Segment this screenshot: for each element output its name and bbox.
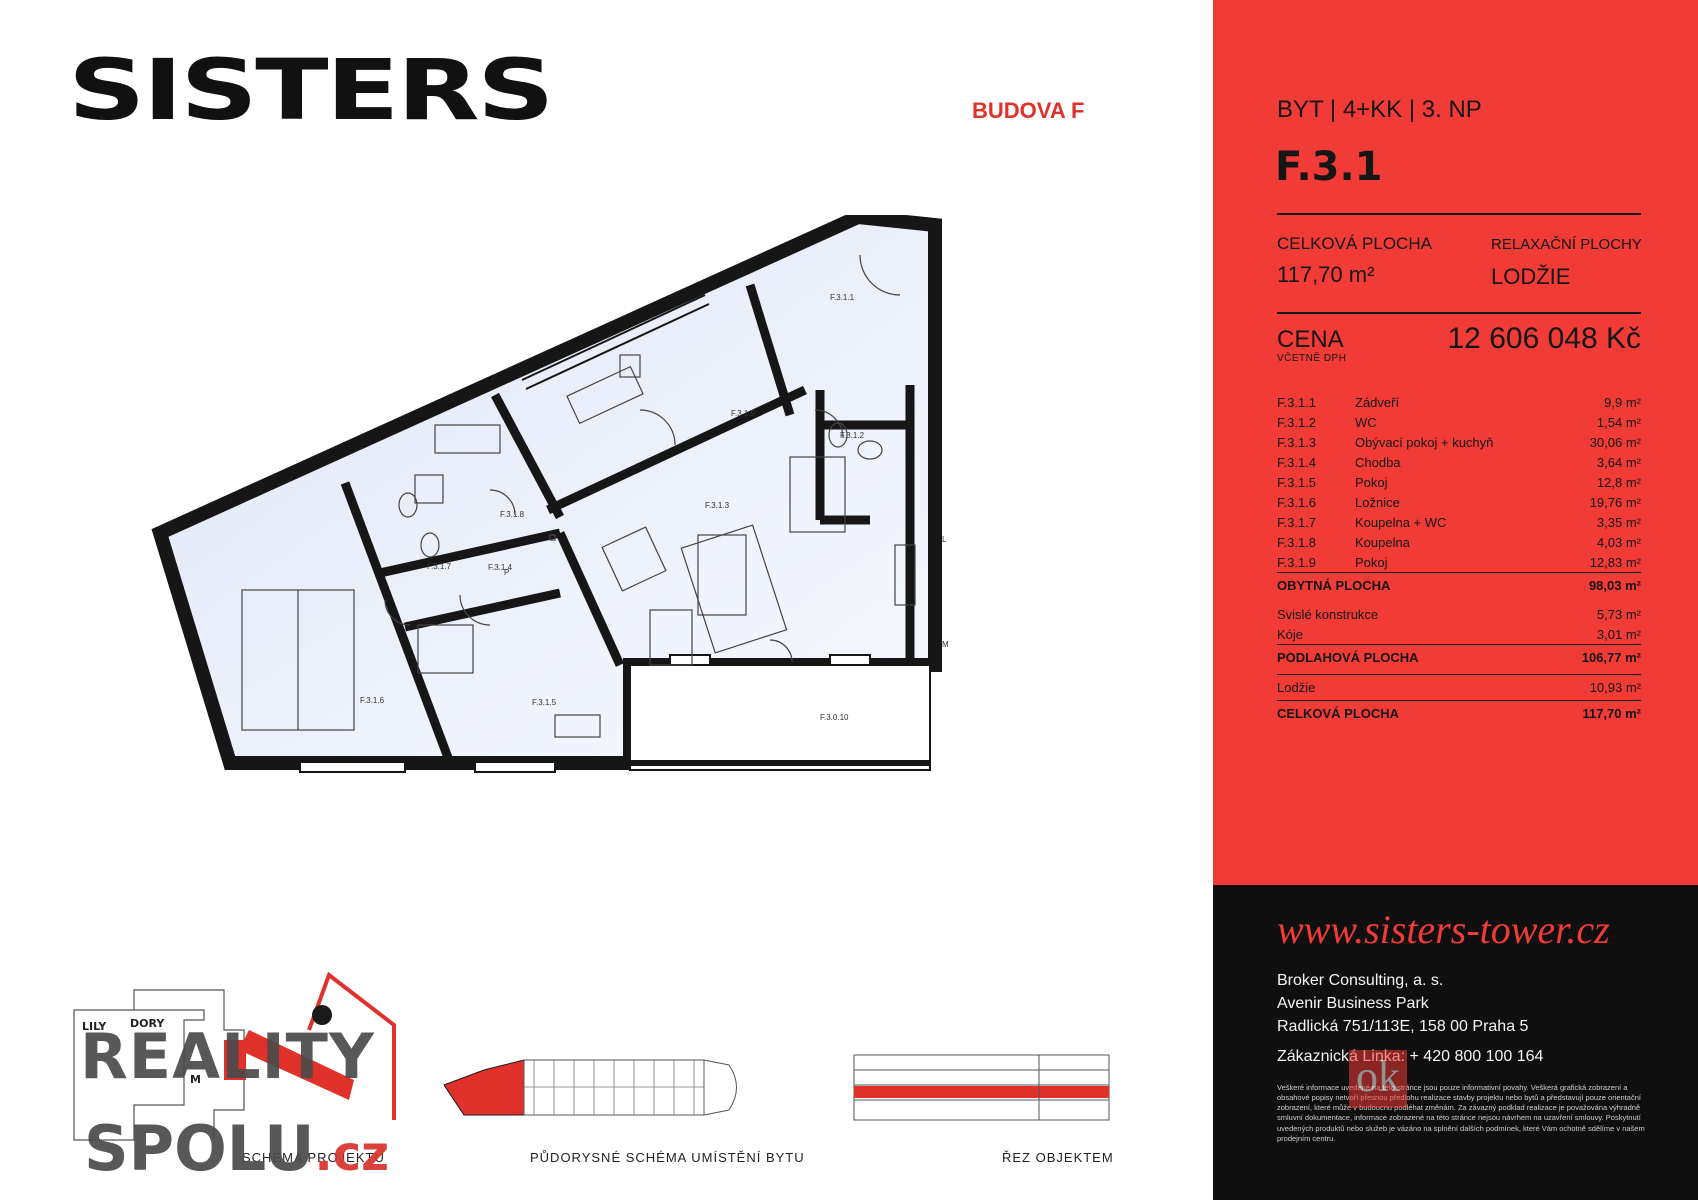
section-schema xyxy=(853,1054,1110,1121)
divider xyxy=(1277,213,1641,215)
sisters-logo: SISTERS xyxy=(68,41,555,139)
schemas: LILY DORY M xyxy=(73,971,1110,1141)
disclaimer: Veškeré informace uvedené na této stránc… xyxy=(1277,1083,1645,1143)
info-panel: BYT | 4+KK | 3. NP F.3.1 CELKOVÁ PLOCHA … xyxy=(1213,0,1698,885)
dory-label: DORY xyxy=(130,1017,165,1030)
wall xyxy=(379,528,561,578)
bath-mark: P xyxy=(504,568,509,577)
website-link[interactable]: www.sisters-tower.cz xyxy=(1277,907,1610,952)
watermark-spolu: SPOLU.cz xyxy=(84,1112,390,1185)
room-label: F.3.1.5 xyxy=(532,698,557,707)
floor-schema-label: PŮDORYSNÉ SCHÉMA UMÍSTĚNÍ BYTU xyxy=(530,1150,805,1165)
room-label: F.3.1.1 xyxy=(830,293,855,302)
room-label: F.3.1.3 xyxy=(705,501,730,510)
price-label: CENA xyxy=(1277,326,1344,353)
wall xyxy=(555,531,625,667)
wall xyxy=(546,385,807,515)
watermark-reality: REALITY xyxy=(80,1020,375,1093)
contact-panel: www.sisters-tower.cz Broker Consulting, … xyxy=(1213,885,1698,1200)
wall xyxy=(404,588,561,632)
relax-value: LODŽIE xyxy=(1491,264,1571,289)
total-area-value: 117,70 m² xyxy=(1277,262,1375,287)
lily-label: LILY xyxy=(82,1020,107,1033)
kitchen-mark: M xyxy=(942,640,949,649)
section-schema-label: ŘEZ OBJEKTEM xyxy=(1002,1150,1114,1165)
floor-schema xyxy=(443,1059,737,1116)
loggia xyxy=(629,664,931,771)
divider xyxy=(1277,312,1641,314)
relax-label: RELAXAČNÍ PLOCHY xyxy=(1491,236,1642,253)
building-label: BUDOVA F xyxy=(972,98,1085,123)
room-label: F.3.0.10 xyxy=(820,713,849,722)
wall xyxy=(340,481,455,765)
project-schema-label: SCHÉMA PROJEKTU xyxy=(242,1150,385,1165)
hotline[interactable]: Zákaznická Linka: + 420 800 100 164 xyxy=(1277,1048,1544,1065)
room-label: F.3.1.8 xyxy=(500,510,525,519)
wall xyxy=(491,392,564,520)
company-name: Broker Consulting, a. s. xyxy=(1277,972,1444,989)
price-value: 12 606 048 Kč xyxy=(1447,322,1642,355)
unit-code: F.3.1 xyxy=(1275,144,1383,190)
room-label: F.3.1.4 xyxy=(488,563,513,572)
room-label: F.3.1.9 xyxy=(731,409,756,418)
ok-watermark-badge: ok xyxy=(1349,1050,1407,1108)
room-label: F.3.1.6 xyxy=(360,696,385,705)
total-area-label: CELKOVÁ PLOCHA xyxy=(1277,234,1432,253)
m-label: M xyxy=(190,1073,201,1086)
business-park: Avenir Business Park xyxy=(1277,995,1429,1012)
project-schema xyxy=(73,971,396,1141)
wall xyxy=(745,283,795,417)
kitchen-mark: L xyxy=(942,535,947,544)
company-address: Radlická 751/113E, 158 00 Praha 5 xyxy=(1277,1018,1529,1035)
room-label: F.3.1.2 xyxy=(840,431,865,440)
unit-type: BYT | 4+KK | 3. NP xyxy=(1277,96,1482,123)
price-vat: VČETNĚ DPH xyxy=(1277,353,1347,364)
floor-plan: F.3.1.1 F.3.1.2 F.3.1.3 F.3.1.4 F.3.1.5 … xyxy=(151,215,949,773)
sofa xyxy=(680,524,788,654)
room-label: F.3.1.7 xyxy=(427,562,452,571)
